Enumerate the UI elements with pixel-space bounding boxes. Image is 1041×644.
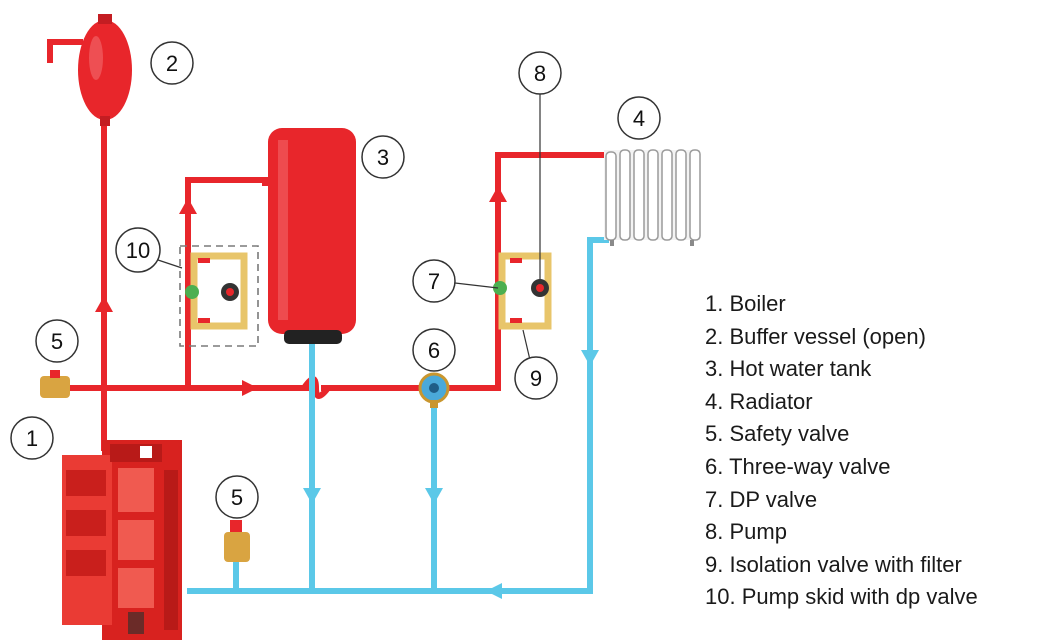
three-way-valve (418, 372, 450, 408)
arrow-down-tank-return (303, 488, 321, 504)
legend-item-pump-skid: 10. Pump skid with dp valve (705, 584, 978, 610)
legend-item-hot-water-tank: 3. Hot water tank (705, 356, 872, 382)
leader-lines (157, 93, 541, 361)
callout-label-4: 4 (633, 106, 645, 131)
leader-10 (157, 259, 183, 269)
arrow-left-return-header (486, 583, 502, 599)
supply-arrows (95, 186, 507, 396)
radiator (604, 149, 701, 246)
callout-label-2: 2 (166, 51, 178, 76)
leader-7 (454, 282, 499, 289)
return-pipes (187, 237, 609, 594)
legend-item-boiler: 1. Boiler (705, 291, 786, 316)
callout-label-5-top: 5 (51, 329, 63, 354)
buffer-vessel (78, 14, 132, 126)
pipe-radiator-return (587, 237, 609, 594)
callout-4: 4 (617, 96, 661, 140)
legend-item-dp-valve: 7. DP valve (705, 486, 818, 512)
pipe-tank-branch (185, 177, 271, 391)
legend-item-pump: 8. Pump (705, 519, 787, 545)
safety-valve-top (40, 370, 70, 398)
arrow-up-radiator-branch (489, 186, 507, 202)
callout-6: 6 (412, 328, 456, 372)
callout-1: 1 (10, 416, 54, 460)
legend-item-radiator: 4. Radiator (705, 388, 813, 414)
arrow-down-radiator-return (581, 350, 599, 366)
callout-label-5-bottom: 5 (231, 485, 243, 510)
pump-skid-left (179, 245, 259, 347)
callout-label-1: 1 (26, 426, 38, 451)
callout-9: 9 (514, 356, 558, 400)
legend-item-three-way-valve: 6. Three-way valve (705, 453, 891, 479)
callout-label-7: 7 (428, 269, 440, 294)
callout-5-bottom: 5 (215, 475, 259, 519)
callout-7: 7 (412, 259, 456, 303)
arrow-right-supply-header (242, 380, 258, 396)
callout-5-top: 5 (35, 319, 79, 363)
hot-water-tank (262, 128, 356, 344)
legend-list: 1. Boiler 2. Buffer vessel (open) 3. Hot… (705, 288, 978, 614)
callout-3: 3 (361, 135, 405, 179)
legend-item-buffer-vessel: 2. Buffer vessel (open) (705, 323, 926, 349)
arrow-up-tank-branch (179, 198, 197, 214)
supply-pipes (47, 39, 607, 451)
arrow-up-boiler-riser (95, 296, 113, 312)
legend-item-safety-valve: 5. Safety valve (705, 421, 850, 447)
callout-2: 2 (150, 41, 194, 85)
return-arrows (303, 350, 599, 599)
leader-9 (522, 329, 531, 361)
callout-label-3: 3 (377, 145, 389, 170)
arrow-down-3way-return (425, 488, 443, 504)
callout-10: 10 (115, 227, 161, 273)
callout-label-6: 6 (428, 338, 440, 363)
callout-label-10: 10 (126, 238, 150, 263)
callout-label-8: 8 (534, 61, 546, 86)
safety-valve-bottom (224, 520, 250, 562)
callout-label-9: 9 (530, 366, 542, 391)
pump-skid-right (493, 252, 552, 330)
pipe-vessel-stub (47, 39, 83, 63)
pipe-radiator-branch (495, 152, 607, 391)
boiler (62, 440, 182, 640)
legend-item-isolation-valve: 9. Isolation valve with filter (705, 551, 962, 577)
callout-8: 8 (518, 51, 562, 95)
